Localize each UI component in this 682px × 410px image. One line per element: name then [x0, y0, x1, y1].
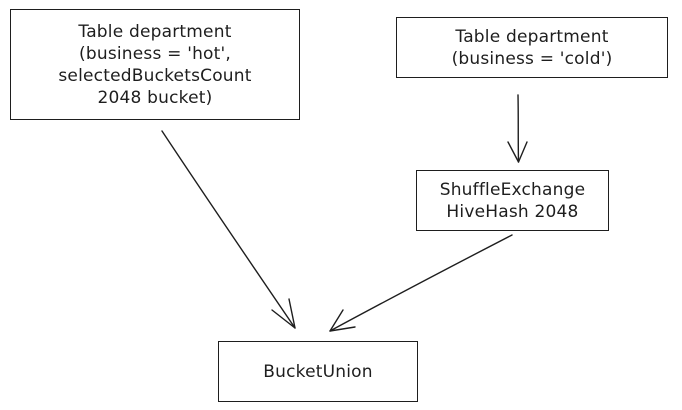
node-cold-table-label: Table department (business = 'cold') — [451, 26, 613, 69]
node-hot-table-label: Table department (business = 'hot', sele… — [58, 21, 252, 108]
arrowhead-icon — [271, 298, 296, 329]
node-bucket-union: BucketUnion — [218, 341, 418, 402]
node-cold-table: Table department (business = 'cold') — [396, 17, 668, 78]
node-bucket-union-label: BucketUnion — [263, 361, 373, 382]
arrowhead-icon — [329, 309, 356, 332]
node-shuffle-exchange: ShuffleExchange HiveHash 2048 — [416, 170, 609, 231]
edge-shuffle-to-union — [329, 234, 513, 332]
edge-cold-to-shuffle — [507, 94, 528, 163]
edge-line — [329, 234, 513, 332]
arrowhead-icon — [507, 141, 528, 163]
edge-line — [517, 94, 520, 163]
edge-line — [161, 130, 296, 329]
edge-hot-to-union — [161, 130, 296, 329]
node-hot-table: Table department (business = 'hot', sele… — [10, 9, 300, 120]
node-shuffle-exchange-label: ShuffleExchange HiveHash 2048 — [439, 179, 586, 222]
